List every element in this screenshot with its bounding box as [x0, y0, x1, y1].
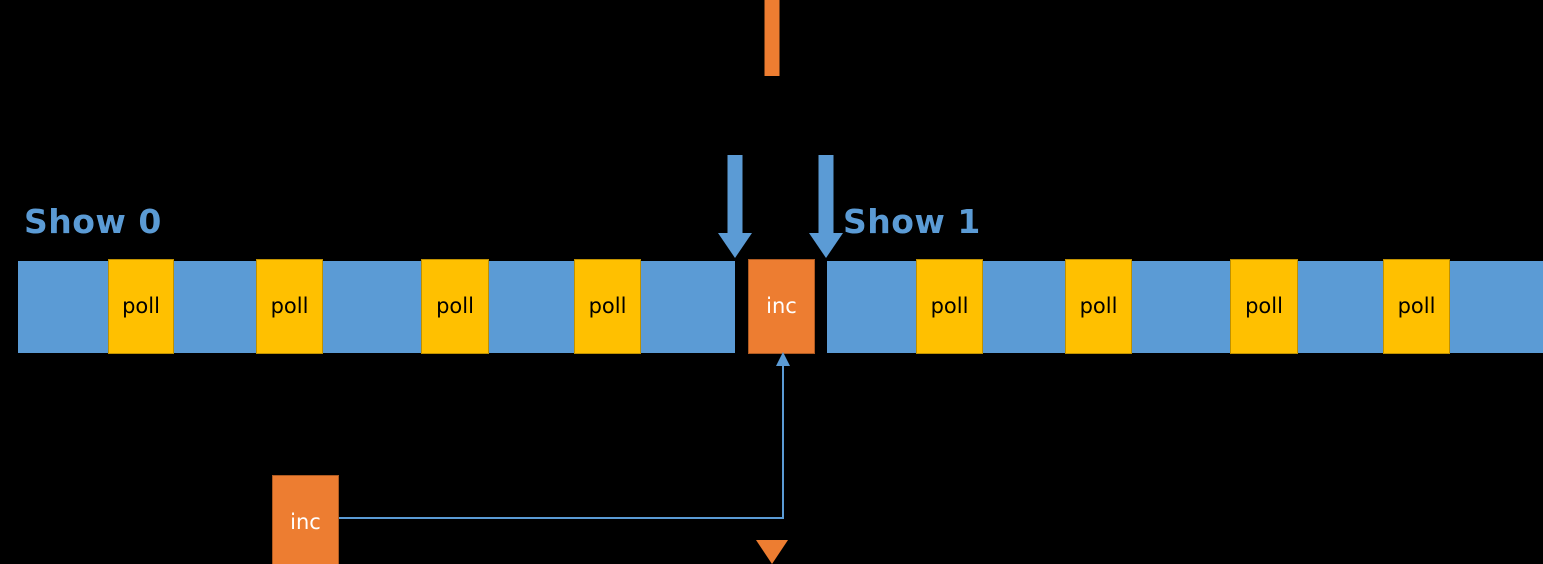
connector-arrow-head — [776, 352, 790, 366]
poll-block[interactable]: poll — [916, 259, 983, 354]
arrow-stem — [818, 155, 833, 233]
inc-block-deferred[interactable]: inc — [272, 475, 339, 564]
arrow-stem — [727, 155, 742, 233]
section-label-show-0: Show 0 — [24, 202, 162, 241]
connector-line — [339, 356, 784, 519]
arrow-head — [808, 233, 843, 258]
poll-block[interactable]: poll — [1383, 259, 1450, 354]
frame-boundary-arrow-2 — [808, 155, 843, 258]
poll-block[interactable]: poll — [108, 259, 174, 354]
arrow-stem — [764, 0, 779, 76]
inc-block-inline[interactable]: inc — [748, 259, 815, 354]
frame-boundary-arrow-1 — [717, 155, 752, 258]
poll-to-inc-arrow — [0, 0, 788, 564]
arrow-head — [717, 233, 752, 258]
arrow-head — [755, 540, 788, 564]
poll-block[interactable]: poll — [421, 259, 489, 354]
poll-block[interactable]: poll — [574, 259, 641, 354]
poll-block[interactable]: poll — [1065, 259, 1132, 354]
poll-block[interactable]: poll — [1230, 259, 1298, 354]
poll-block[interactable]: poll — [256, 259, 323, 354]
section-label-show-1: Show 1 — [843, 202, 981, 241]
